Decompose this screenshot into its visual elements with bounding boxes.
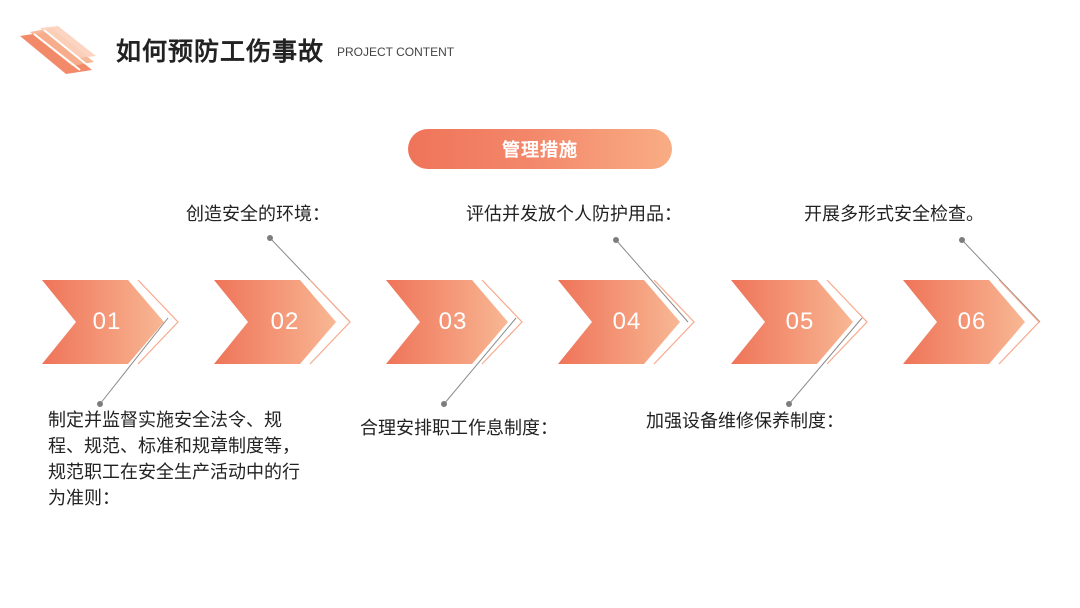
caption-step-05: 加强设备维修保养制度： (646, 411, 844, 432)
step-01: 01 (42, 280, 182, 366)
chevron-shape (386, 280, 523, 365)
caption-step-03: 合理安排职工作息制度： (360, 418, 558, 439)
step-04: 04 (558, 280, 698, 366)
step-03: 03 (386, 280, 526, 366)
chevron-shape (214, 280, 351, 365)
step-02: 02 (214, 280, 354, 366)
header: 如何预防工伤事故 PROJECT CONTENT (0, 0, 1080, 90)
step-number: 01 (92, 308, 122, 335)
step-number: 03 (438, 308, 468, 335)
step-number: 02 (270, 308, 300, 335)
page-subtitle: PROJECT CONTENT (337, 45, 455, 59)
step-number: 06 (957, 308, 987, 335)
logo-stripes-icon (20, 26, 96, 74)
caption-step-02: 创造安全的环境： (186, 204, 330, 225)
step-number: 05 (785, 308, 815, 335)
section-pill-label: 管理措施 (502, 140, 578, 161)
chevron-shape (731, 280, 868, 365)
step-06: 06 (903, 280, 1043, 366)
caption-step-01: 制定并监督实施安全法令、规程、规范、标准和规章制度等，规范职工在安全生产活动中的… (48, 410, 300, 509)
page-title: 如何预防工伤事故 (116, 37, 325, 66)
step-number: 04 (612, 308, 642, 335)
chevron-shape (903, 280, 1040, 365)
caption-step-06: 开展多形式安全检查。 (804, 204, 984, 225)
chevron-shape (42, 280, 179, 365)
caption-step-04: 评估并发放个人防护用品： (466, 204, 682, 225)
section-pill: 管理措施 (408, 129, 672, 169)
chevron-shape (558, 280, 695, 365)
step-05: 05 (731, 280, 871, 366)
